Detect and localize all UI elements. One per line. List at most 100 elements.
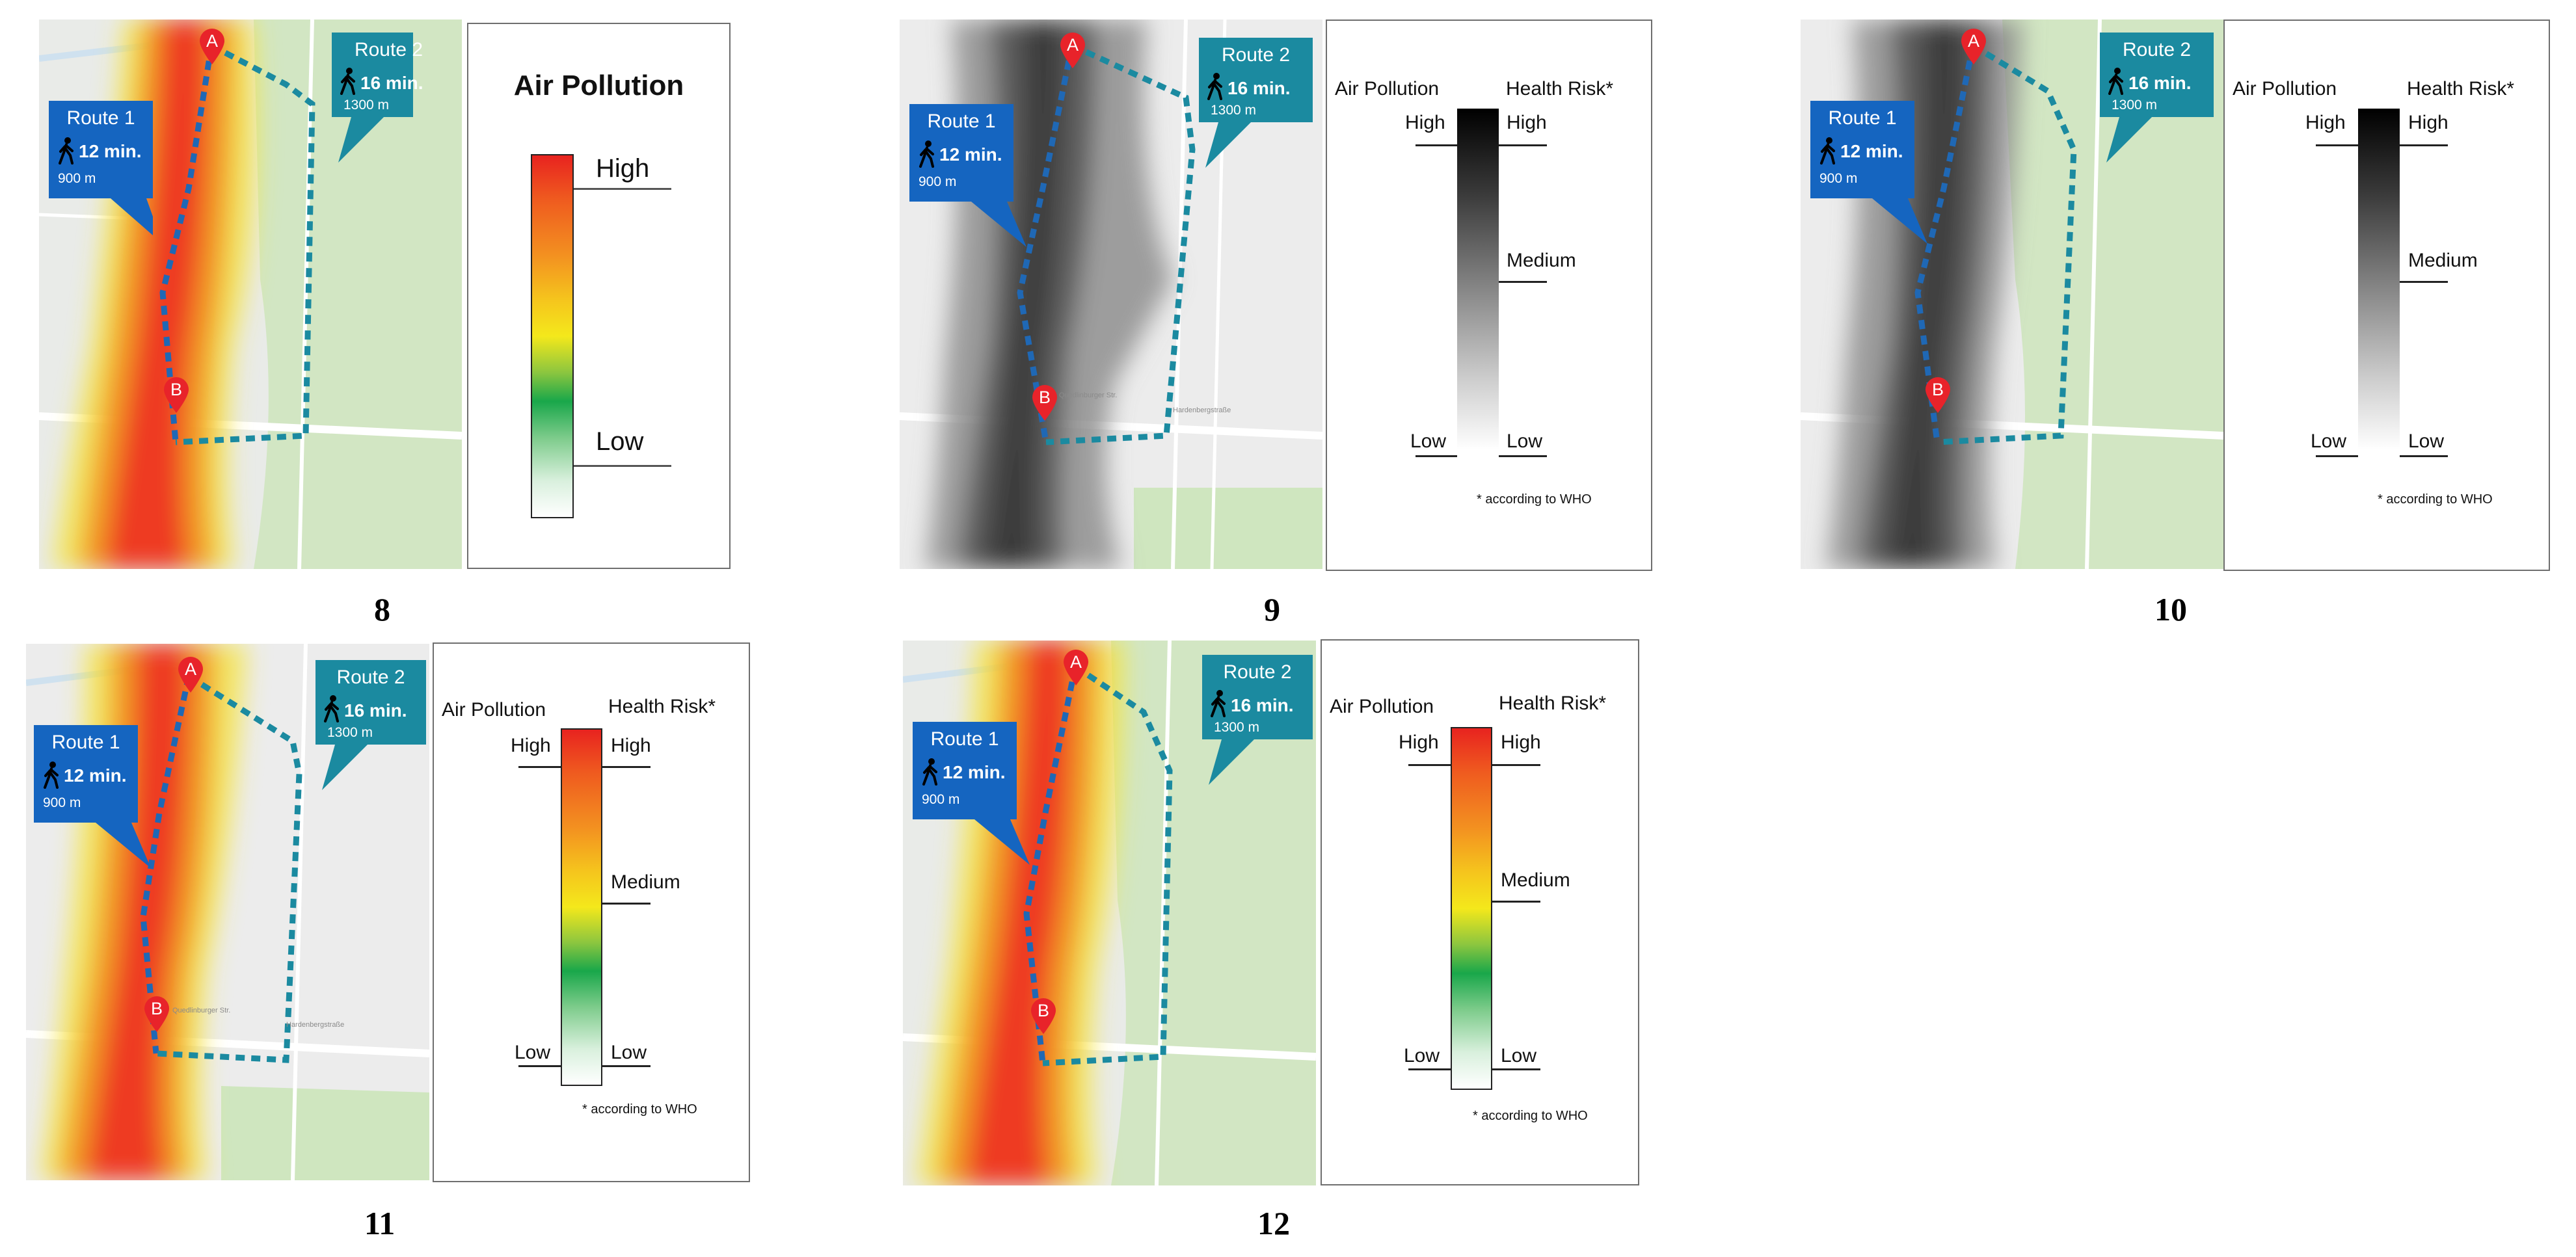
marker-a[interactable]: A [1960, 27, 1987, 65]
map-8[interactable]: A B Route 1 12 min. 900 m Route 2 16 min… [39, 20, 462, 569]
map-pin-icon [1032, 385, 1057, 421]
legend-low-left-line [1415, 455, 1457, 457]
legend-medium: Medium [1507, 250, 1576, 271]
marker-a-label: A [206, 31, 218, 51]
pedestrian-icon [1211, 690, 1226, 717]
street-label: Hardenbergstraße [286, 1021, 345, 1029]
legend-high-right: High [2408, 112, 2449, 133]
route1-title: Route 1 [1828, 107, 1897, 129]
map-10[interactable]: A B Route 1 12 min. 900 m Route 2 16 min… [1801, 20, 2223, 569]
legend-high: High [596, 154, 650, 183]
marker-b-label: B [150, 999, 163, 1018]
marker-a-label: A [1066, 35, 1079, 55]
panel-number-11: 11 [364, 1205, 396, 1241]
route1-callout[interactable]: Route 1 12 min. 900 m [34, 725, 151, 875]
map-pin-icon [1925, 377, 1950, 413]
legend-11: Air Pollution Health Risk* High High Med… [433, 642, 750, 1182]
route1-callout[interactable]: Route 1 12 min. 900 m [49, 101, 153, 250]
map-pin-icon [1961, 29, 1986, 64]
legend-right-heading: Health Risk* [2407, 78, 2515, 99]
legend-title: Air Pollution [513, 70, 684, 101]
map-9[interactable]: Quedlinburger Str. Hardenbergstraße A B … [900, 20, 1322, 569]
legend-high-left: High [1399, 732, 1439, 753]
legend-high-left: High [2305, 112, 2346, 133]
route2-title: Route 2 [354, 39, 423, 60]
route1-time: 12 min. [1840, 141, 1903, 161]
legend-low-right-line [1492, 1068, 1540, 1070]
legend-footnote: * according to WHO [1477, 492, 1592, 507]
legend-low-left: Low [515, 1042, 551, 1063]
legend-high-left-line [518, 766, 561, 768]
legend-high-left-line [2316, 144, 2358, 146]
marker-a-label: A [1967, 31, 1979, 51]
legend-footnote: * according to WHO [582, 1102, 697, 1117]
route1-callout[interactable]: Route 1 12 min. 900 m [913, 722, 1030, 871]
pedestrian-icon [2108, 68, 2123, 95]
legend-low-right: Low [1501, 1045, 1537, 1066]
route2-time: 16 min. [2128, 73, 2192, 93]
route1-callout[interactable]: Route 1 12 min. 900 m [1810, 101, 1927, 250]
legend-high-right-line [1492, 764, 1540, 766]
legend-right-heading: Health Risk* [1506, 78, 1614, 99]
legend-medium-line [2400, 281, 2448, 283]
route2-time: 16 min. [344, 700, 407, 721]
legend-low-left: Low [2311, 430, 2347, 452]
map-background [900, 20, 1322, 569]
route2-title: Route 2 [336, 667, 405, 688]
route1-distance: 900 m [919, 174, 957, 189]
map-background [1801, 20, 2223, 569]
street-label: Quedlinburger Str. [1059, 391, 1118, 399]
marker-a[interactable]: A [198, 27, 226, 65]
marker-a[interactable]: A [1059, 31, 1086, 69]
panel-number-8: 8 [374, 591, 390, 628]
route2-callout[interactable]: Route 2 16 min. 1300 m [1199, 38, 1313, 168]
route1-callout[interactable]: Route 1 12 min. 900 m [909, 104, 1026, 254]
map-11[interactable]: Quedlinburger Str. Hardenbergstraße A B … [26, 644, 429, 1180]
legend-high-right: High [1507, 112, 1547, 133]
marker-b[interactable]: B [1031, 384, 1058, 421]
marker-a[interactable]: A [177, 655, 204, 693]
route2-callout[interactable]: Route 2 16 min. 1300 m [2100, 33, 2214, 163]
pedestrian-icon [922, 758, 937, 786]
pedestrian-icon [1820, 137, 1835, 165]
legend-left-heading: Air Pollution [442, 699, 546, 721]
legend-low-right: Low [1507, 430, 1543, 452]
panel-number-12: 12 [1257, 1205, 1290, 1241]
route1-distance: 900 m [58, 171, 96, 186]
route1-time: 12 min. [939, 144, 1002, 165]
marker-b-label: B [1037, 1001, 1049, 1020]
legend-left-heading: Air Pollution [1335, 78, 1440, 99]
pollution-gradient-bar [531, 154, 574, 518]
panel-number-9: 9 [1264, 591, 1280, 628]
legend-12: Air Pollution Health Risk* High High Med… [1321, 639, 1639, 1185]
legend-medium-line [1492, 901, 1540, 903]
route2-callout[interactable]: Route 2 16 min. 1300 m [332, 33, 446, 163]
marker-a[interactable]: A [1062, 648, 1090, 686]
marker-b[interactable]: B [143, 995, 170, 1033]
street-label: Quedlinburger Str. [172, 1007, 231, 1014]
legend-high-left: High [1405, 112, 1445, 133]
risk-gradient-bar [1457, 109, 1499, 450]
route2-time: 16 min. [1231, 695, 1294, 715]
route2-time: 16 min. [360, 73, 423, 93]
marker-b[interactable]: B [1924, 376, 1952, 414]
marker-b[interactable]: B [1030, 997, 1057, 1035]
route2-callout[interactable]: Route 2 16 min. 1300 m [315, 660, 426, 790]
legend-high-right: High [1501, 732, 1541, 753]
legend-medium: Medium [1501, 869, 1570, 891]
legend-medium-line [602, 903, 651, 905]
legend-medium: Medium [2408, 250, 2478, 271]
route1-title: Route 1 [927, 111, 996, 132]
route2-distance: 1300 m [343, 98, 390, 112]
route2-distance: 1300 m [327, 725, 373, 740]
route2-callout[interactable]: Route 2 16 min. 1300 m [1202, 655, 1313, 785]
marker-b-label: B [1931, 380, 1944, 399]
marker-b[interactable]: B [163, 376, 190, 414]
legend-left-heading: Air Pollution [2233, 78, 2337, 99]
route2-distance: 1300 m [1214, 720, 1260, 735]
map-12[interactable]: A B Route 1 12 min. 900 m Route 2 16 min… [903, 641, 1316, 1185]
map-pin-icon [1064, 650, 1088, 685]
route1-distance: 900 m [1819, 171, 1858, 186]
legend-low-line [574, 465, 671, 467]
legend-high-right-line [2400, 144, 2448, 146]
